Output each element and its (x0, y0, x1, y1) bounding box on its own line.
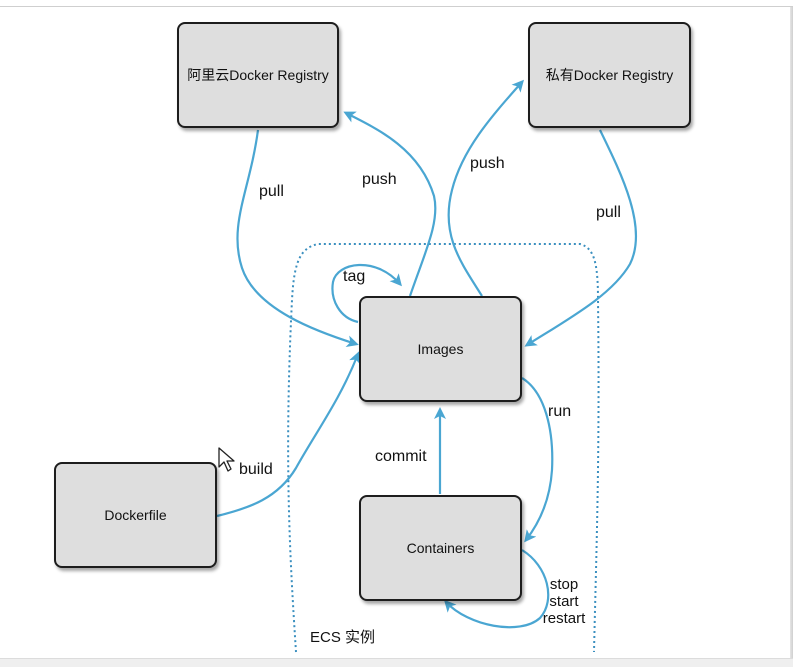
aliyun-registry-label: 阿里云Docker Registry (187, 67, 329, 83)
dockerfile-node: Dockerfile (54, 462, 217, 568)
bottom-edge (0, 658, 793, 667)
push-right-label: push (470, 155, 505, 172)
restart-label: restart (542, 610, 586, 627)
run-label: run (548, 403, 572, 420)
tag-loop-arrow (331, 263, 402, 324)
containers-node: Containers (359, 495, 522, 601)
ecs-region-border (287, 243, 600, 653)
private-registry-node: 私有Docker Registry (528, 22, 691, 128)
run-arrow (521, 377, 554, 543)
commit-label: commit (375, 448, 427, 465)
lifecycle-labels: stop start restart (536, 576, 592, 627)
lifecycle-loop-arrow (443, 549, 550, 629)
push-left-label: push (362, 171, 397, 188)
push-left-arrow (343, 111, 437, 297)
ecs-region-label: ECS 实例 (310, 629, 376, 646)
pull-right-label: pull (596, 204, 621, 221)
right-edge (790, 7, 793, 659)
start-label: start (549, 593, 579, 610)
push-right-arrow (447, 79, 524, 297)
images-node: Images (359, 296, 522, 402)
build-label: build (239, 461, 273, 478)
build-arrow (216, 351, 361, 518)
dockerfile-label: Dockerfile (104, 507, 167, 523)
top-divider (0, 6, 793, 7)
aliyun-registry-node: 阿里云Docker Registry (177, 22, 339, 128)
pull-left-label: pull (259, 183, 284, 200)
mouse-pointer-icon (218, 447, 235, 472)
tag-label: tag (343, 268, 366, 285)
private-registry-label: 私有Docker Registry (545, 67, 674, 83)
pull-right-arrow (524, 129, 638, 347)
pull-left-arrow (236, 129, 359, 348)
containers-label: Containers (406, 540, 475, 556)
stop-label: stop (549, 576, 579, 593)
images-label: Images (417, 341, 464, 357)
